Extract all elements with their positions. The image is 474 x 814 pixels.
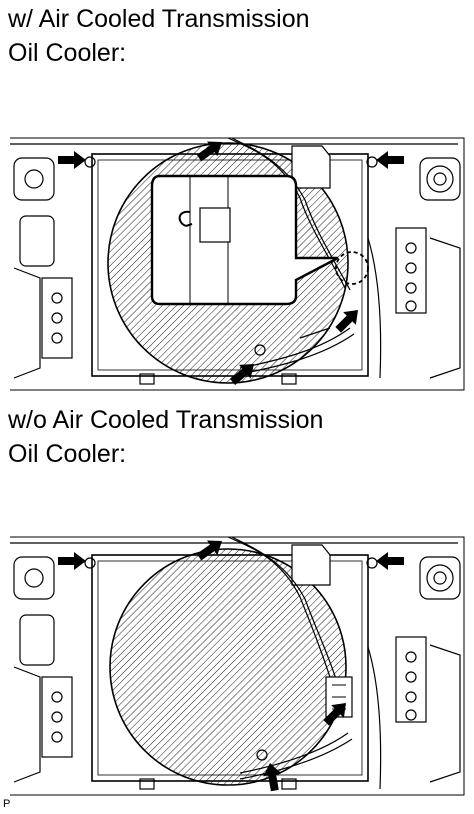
hose-clamp [256,749,268,761]
left-body-structure [13,556,73,783]
heading-without-cooler-line1: w/o Air Cooled Transmission [8,406,324,434]
radiator-diagram-without-cooler [0,527,474,802]
hoses [227,536,382,790]
figure-code: P [3,798,11,810]
hose-clamp [254,344,266,356]
lower-mount-right [281,373,297,385]
heading-without-cooler: w/o Air Cooled Transmission Oil Cooler: [8,403,323,471]
right-body-structure [395,157,461,379]
fan-shroud [109,548,347,786]
heading-with-cooler-line2: Oil Cooler: [8,39,127,67]
reservoir-tank [291,544,331,586]
lower-mount-left [139,778,155,790]
heading-with-cooler: w/ Air Cooled Transmission Oil Cooler: [8,2,310,70]
lower-mount-right [281,778,297,790]
radiator-diagram-with-cooler [0,128,474,396]
reservoir-tank [291,145,331,189]
right-body-structure [395,556,461,783]
heading-with-cooler-line1: w/ Air Cooled Transmission [8,5,310,33]
left-body-structure [13,157,73,379]
lower-mount-left [139,373,155,385]
magnifier-callout [150,174,369,306]
hoses [227,137,382,379]
heading-without-cooler-line2: Oil Cooler: [8,440,127,468]
